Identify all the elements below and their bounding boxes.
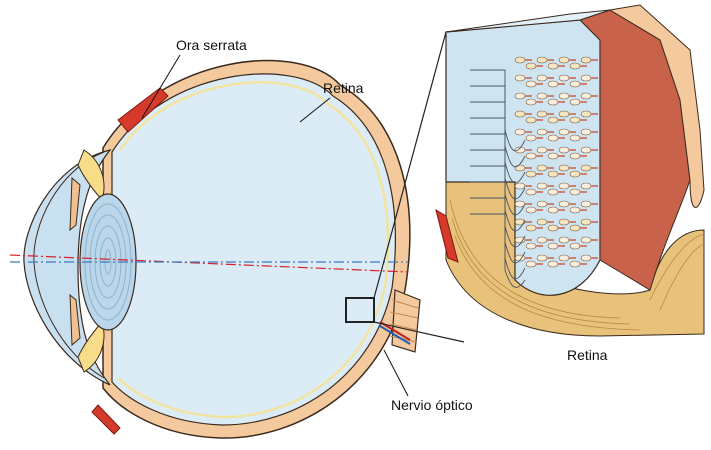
- photoreceptor-nucleus: [526, 153, 536, 159]
- photoreceptor-nucleus: [537, 75, 547, 81]
- photoreceptor-nucleus: [537, 93, 547, 99]
- photoreceptor-nucleus: [548, 63, 558, 69]
- photoreceptor-nucleus: [515, 237, 525, 243]
- photoreceptor-nucleus: [559, 219, 569, 225]
- photoreceptor-nucleus: [581, 129, 591, 135]
- photoreceptor-nucleus: [526, 171, 536, 177]
- photoreceptor-nucleus: [570, 117, 580, 123]
- photoreceptor-nucleus: [570, 225, 580, 231]
- photoreceptor-nucleus: [526, 99, 536, 105]
- photoreceptor-nucleus: [570, 135, 580, 141]
- photoreceptor-nucleus: [559, 165, 569, 171]
- photoreceptor-nucleus: [570, 81, 580, 87]
- photoreceptor-nucleus: [559, 255, 569, 261]
- photoreceptor-nucleus: [548, 261, 558, 267]
- photoreceptor-nucleus: [537, 129, 547, 135]
- photoreceptor-nucleus: [570, 189, 580, 195]
- photoreceptor-nucleus: [537, 165, 547, 171]
- photoreceptor-nucleus: [537, 237, 547, 243]
- muscle-lower: [92, 405, 120, 434]
- photoreceptor-nucleus: [515, 93, 525, 99]
- photoreceptor-nucleus: [559, 237, 569, 243]
- photoreceptor-nucleus: [581, 93, 591, 99]
- photoreceptor-nucleus: [515, 165, 525, 171]
- photoreceptor-nucleus: [548, 243, 558, 249]
- photoreceptor-nucleus: [570, 261, 580, 267]
- photoreceptor-nucleus: [537, 147, 547, 153]
- label-nervio-optico: Nervio óptico: [391, 397, 473, 413]
- label-ora-serrata: Ora serrata: [176, 37, 247, 53]
- photoreceptor-nucleus: [581, 57, 591, 63]
- photoreceptor-nucleus: [515, 129, 525, 135]
- photoreceptor-nucleus: [526, 261, 536, 267]
- photoreceptor-nucleus: [537, 255, 547, 261]
- leader-nervio-optico: [384, 350, 408, 396]
- photoreceptor-nucleus: [526, 135, 536, 141]
- photoreceptor-nucleus: [570, 63, 580, 69]
- photoreceptor-nucleus: [559, 147, 569, 153]
- photoreceptor-nucleus: [537, 183, 547, 189]
- photoreceptor-nucleus: [581, 255, 591, 261]
- photoreceptor-nucleus: [581, 111, 591, 117]
- photoreceptor-nucleus: [537, 111, 547, 117]
- photoreceptor-nucleus: [570, 99, 580, 105]
- photoreceptor-nucleus: [559, 111, 569, 117]
- photoreceptor-nucleus: [581, 237, 591, 243]
- photoreceptor-nucleus: [548, 99, 558, 105]
- photoreceptor-nucleus: [559, 57, 569, 63]
- photoreceptor-nucleus: [526, 117, 536, 123]
- photoreceptor-nucleus: [537, 57, 547, 63]
- retina-detail-block: [436, 5, 704, 336]
- label-retina-eye: Retina: [323, 80, 363, 96]
- photoreceptor-nucleus: [548, 207, 558, 213]
- photoreceptor-nucleus: [526, 207, 536, 213]
- photoreceptor-nucleus: [515, 111, 525, 117]
- photoreceptor-nucleus: [515, 75, 525, 81]
- photoreceptor-nucleus: [526, 63, 536, 69]
- photoreceptor-nucleus: [570, 171, 580, 177]
- photoreceptor-nucleus: [526, 225, 536, 231]
- photoreceptor-nucleus: [581, 183, 591, 189]
- photoreceptor-nucleus: [548, 81, 558, 87]
- photoreceptor-nucleus: [559, 183, 569, 189]
- photoreceptor-nucleus: [526, 189, 536, 195]
- eyeball: [10, 61, 420, 438]
- photoreceptor-nucleus: [548, 225, 558, 231]
- photoreceptor-nucleus: [581, 75, 591, 81]
- photoreceptor-nucleus: [570, 207, 580, 213]
- photoreceptor-nucleus: [570, 153, 580, 159]
- photoreceptor-nucleus: [581, 147, 591, 153]
- photoreceptor-nucleus: [581, 165, 591, 171]
- photoreceptor-nucleus: [570, 243, 580, 249]
- photoreceptor-nucleus: [559, 75, 569, 81]
- photoreceptor-nucleus: [515, 57, 525, 63]
- photoreceptor-nucleus: [581, 201, 591, 207]
- photoreceptor-nucleus: [559, 129, 569, 135]
- photoreceptor-nucleus: [537, 201, 547, 207]
- photoreceptor-nucleus: [559, 93, 569, 99]
- photoreceptor-nucleus: [548, 189, 558, 195]
- photoreceptor-nucleus: [548, 135, 558, 141]
- photoreceptor-nucleus: [515, 183, 525, 189]
- photoreceptor-nucleus: [559, 201, 569, 207]
- photoreceptor-nucleus: [548, 153, 558, 159]
- photoreceptor-nucleus: [537, 219, 547, 225]
- photoreceptor-nucleus: [526, 243, 536, 249]
- photoreceptor-nucleus: [581, 219, 591, 225]
- label-retina-detail: Retina: [567, 347, 607, 363]
- photoreceptor-nucleus: [548, 171, 558, 177]
- photoreceptor-nucleus: [526, 81, 536, 87]
- photoreceptor-nucleus: [548, 117, 558, 123]
